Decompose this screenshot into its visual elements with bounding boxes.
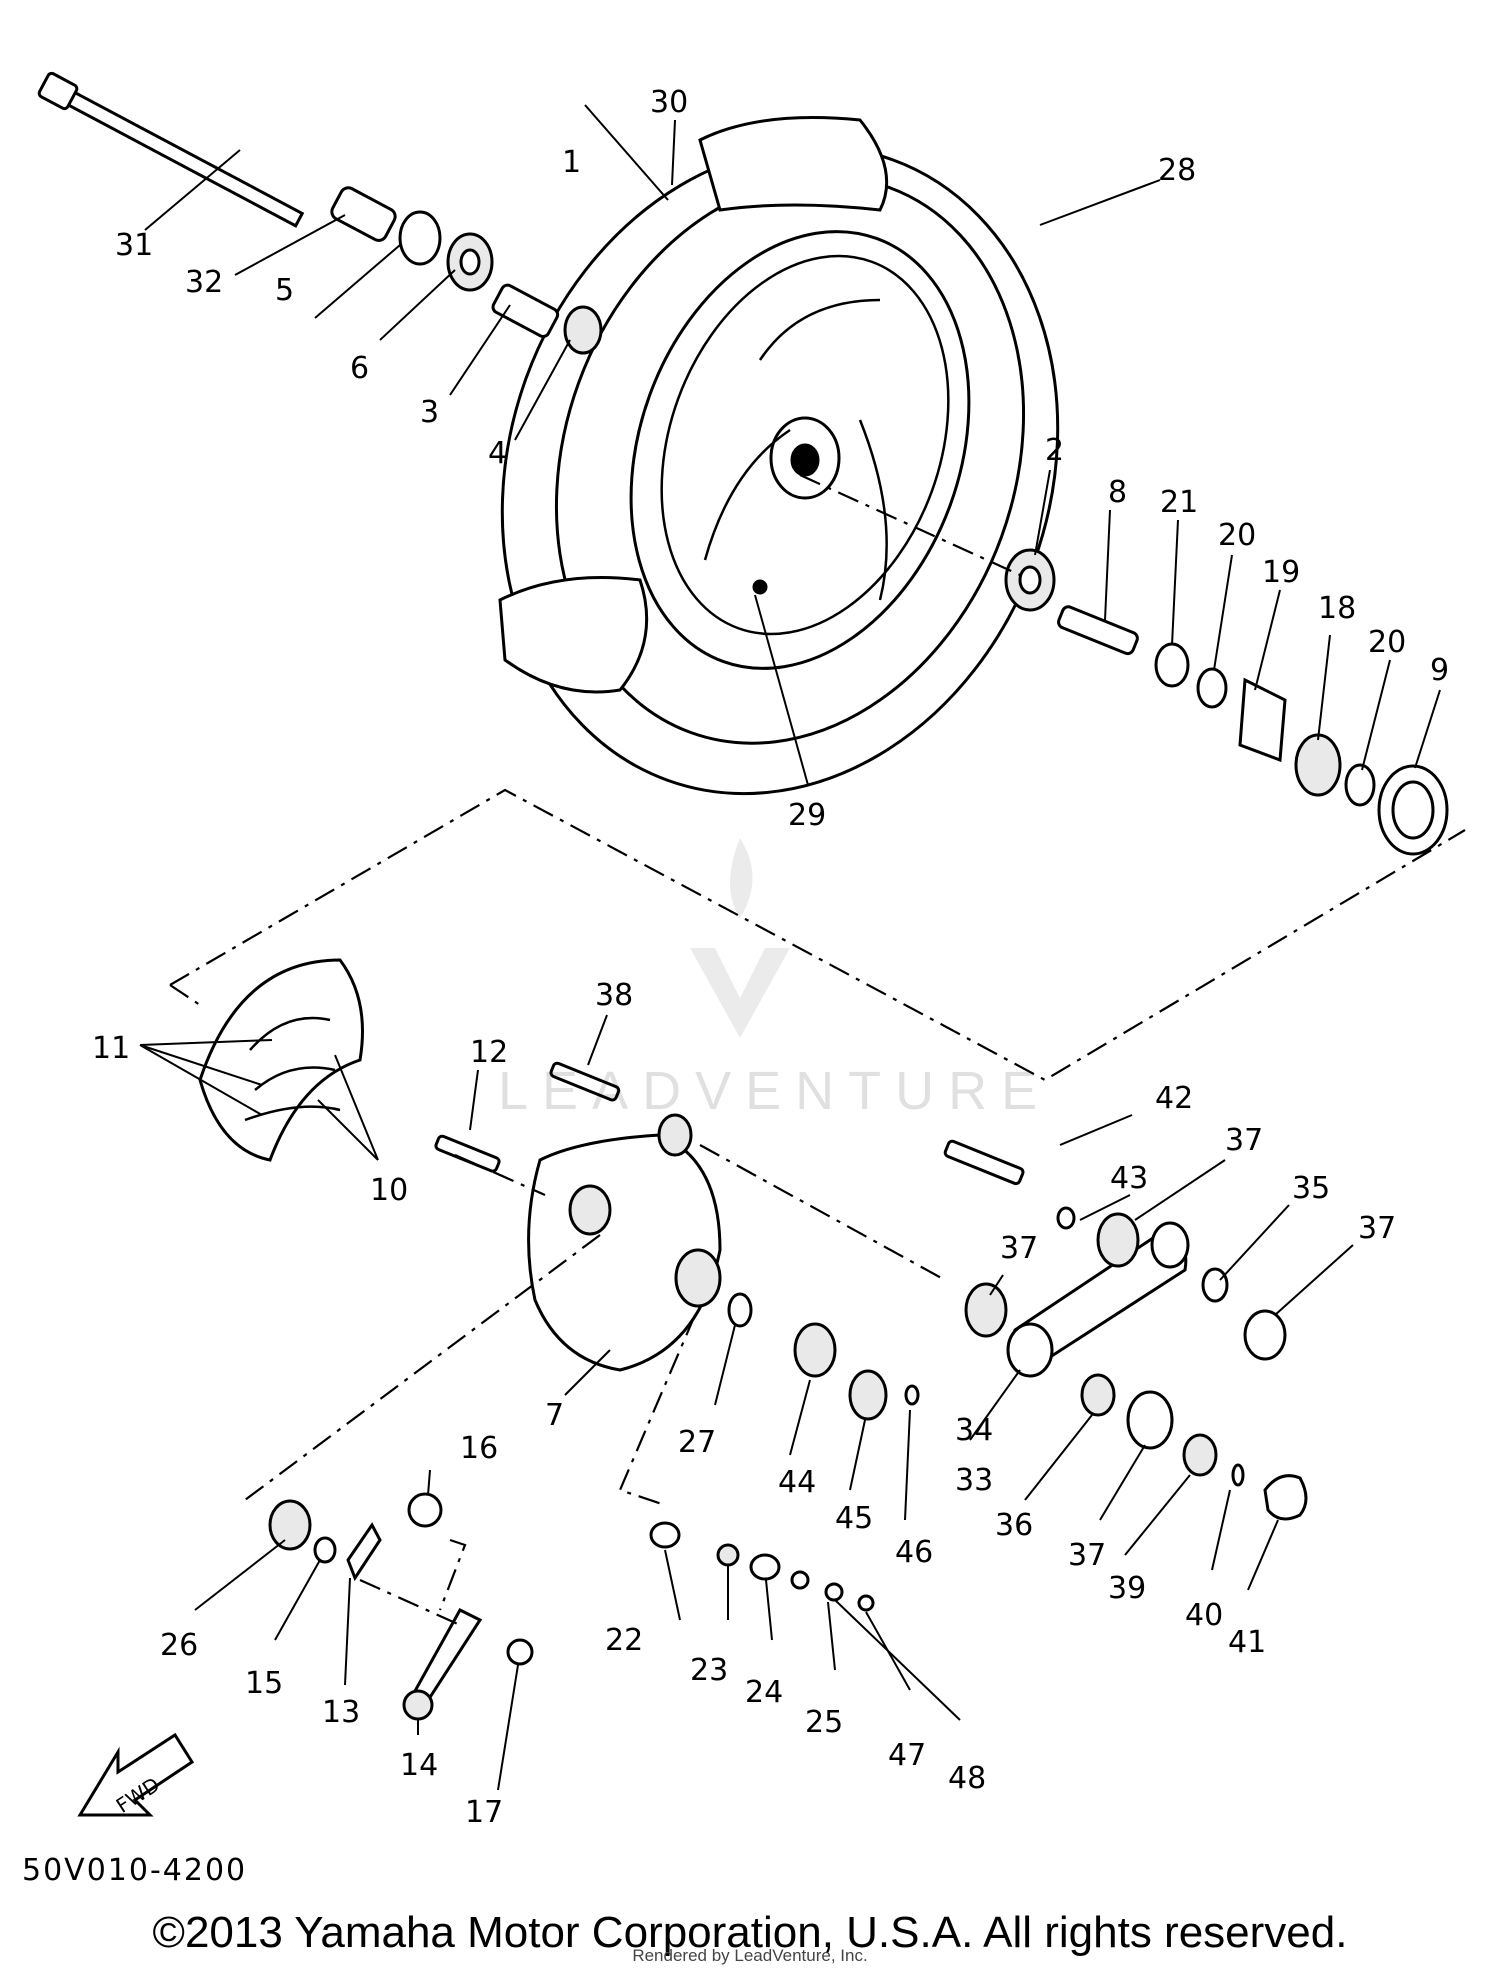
watermark: LEADVENTURE (498, 1061, 1052, 1121)
callout-3: 3 (420, 395, 439, 430)
callout-48: 48 (948, 1761, 986, 1796)
callout-27: 27 (678, 1425, 716, 1460)
callout-20: 20 (1218, 518, 1256, 553)
callout-25: 25 (805, 1705, 843, 1740)
callout-15: 15 (245, 1666, 283, 1701)
callout-45: 45 (835, 1501, 873, 1536)
callout-28: 28 (1158, 153, 1196, 188)
rear-wheel (498, 116, 1060, 796)
fwd-arrow-icon: FWD (77, 1732, 195, 1818)
callout-37b: 37 (1000, 1231, 1038, 1266)
callout-11: 11 (92, 1031, 130, 1066)
callout-26: 26 (160, 1628, 198, 1663)
brake-plate (527, 1113, 1190, 1378)
axle-assembly (37, 71, 603, 355)
callout-6: 6 (350, 351, 369, 386)
callout-39: 39 (1108, 1571, 1146, 1606)
callout-17: 17 (465, 1795, 503, 1830)
callout-4: 4 (488, 436, 507, 471)
callout-31: 31 (115, 228, 153, 263)
callout-1: 1 (562, 145, 581, 180)
copyright-notice: ©2013 Yamaha Motor Corporation, U.S.A. A… (152, 1908, 1348, 1957)
callout-5: 5 (275, 273, 294, 308)
diagram-code: 50V010-4200 (22, 1853, 248, 1888)
callout-36: 36 (995, 1508, 1033, 1543)
callout-22: 22 (605, 1623, 643, 1658)
callout-35: 35 (1292, 1171, 1330, 1206)
hardware (268, 1061, 1308, 1721)
callout-46: 46 (895, 1535, 933, 1570)
callout-12: 12 (470, 1035, 508, 1070)
callout-19: 19 (1262, 555, 1300, 590)
callout-2: 2 (1045, 433, 1064, 468)
brake-shoes (198, 958, 364, 1162)
callout-41: 41 (1228, 1625, 1266, 1660)
callout-42: 42 (1155, 1081, 1193, 1116)
callout-40: 40 (1185, 1598, 1223, 1633)
watermark-logo-icon (685, 838, 795, 1043)
callout-16: 16 (460, 1431, 498, 1466)
callout-37c: 37 (1358, 1211, 1396, 1246)
callout-21: 21 (1160, 485, 1198, 520)
render-credit: Rendered by LeadVenture, Inc. (632, 1946, 868, 1965)
callout-labels: 1 2 3 4 5 6 7 8 9 10 11 12 13 14 15 16 1… (92, 85, 1449, 1830)
callout-29: 29 (788, 798, 826, 833)
callout-10: 10 (370, 1173, 408, 1208)
callout-18: 18 (1318, 591, 1356, 626)
callout-38: 38 (595, 978, 633, 1013)
callout-24: 24 (745, 1675, 783, 1710)
callout-37: 37 (1225, 1123, 1263, 1158)
callout-20b: 20 (1368, 625, 1406, 660)
assembly-guide-lines (169, 473, 1466, 1627)
callout-37d: 37 (1068, 1538, 1106, 1573)
callout-43: 43 (1110, 1161, 1148, 1196)
callout-14: 14 (400, 1748, 438, 1783)
leader-lines (139, 104, 1441, 1791)
callout-33: 33 (955, 1463, 993, 1498)
callout-32: 32 (185, 265, 223, 300)
hub-right-parts (1004, 548, 1449, 856)
callout-30: 30 (650, 85, 688, 120)
callout-9: 9 (1430, 653, 1449, 688)
callout-7: 7 (545, 1398, 564, 1433)
callout-23: 23 (690, 1653, 728, 1688)
callout-44: 44 (778, 1465, 816, 1500)
callout-8: 8 (1108, 475, 1127, 510)
callout-13: 13 (322, 1695, 360, 1730)
callout-34: 34 (955, 1413, 993, 1448)
callout-47: 47 (888, 1738, 926, 1773)
